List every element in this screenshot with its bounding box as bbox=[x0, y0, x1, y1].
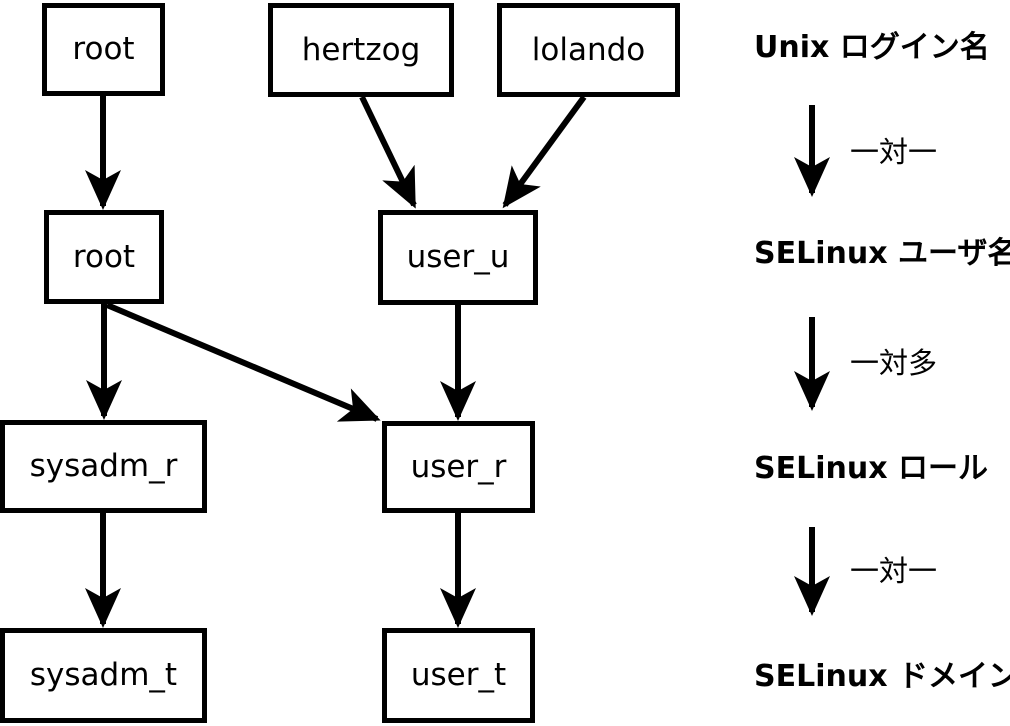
legend-level-selinux-user-name: SELinux ユーザ名 bbox=[754, 236, 1010, 271]
legend-relation-one-to-one-2: 一対一 bbox=[850, 554, 938, 588]
node-user_u: user_u bbox=[378, 210, 538, 305]
edge-hertzog-to-user_u-arrow bbox=[359, 95, 417, 209]
legend-level-selinux-domain: SELinux ドメイン bbox=[754, 659, 1010, 694]
node-user_r: user_r bbox=[382, 421, 535, 513]
node-lolando: lolando bbox=[497, 3, 680, 97]
legend-level-unix-login-name: Unix ログイン名 bbox=[754, 30, 990, 65]
node-hertzog: hertzog bbox=[268, 3, 454, 97]
legend-level-selinux-role: SELinux ロール bbox=[754, 451, 989, 486]
edge-root-selinux-to-user_r-arrow bbox=[105, 302, 381, 422]
legend-relation-one-to-many: 一対多 bbox=[850, 346, 938, 380]
legend-relation-one-to-one-1: 一対一 bbox=[850, 135, 938, 169]
node-user_t: user_t bbox=[382, 628, 535, 723]
node-root-selinux: root bbox=[44, 210, 164, 304]
node-root-login: root bbox=[42, 3, 165, 96]
node-sysadm_r: sysadm_r bbox=[0, 420, 207, 513]
edge-lolando-to-user_u-arrow bbox=[502, 95, 587, 209]
node-sysadm_t: sysadm_t bbox=[0, 628, 207, 723]
